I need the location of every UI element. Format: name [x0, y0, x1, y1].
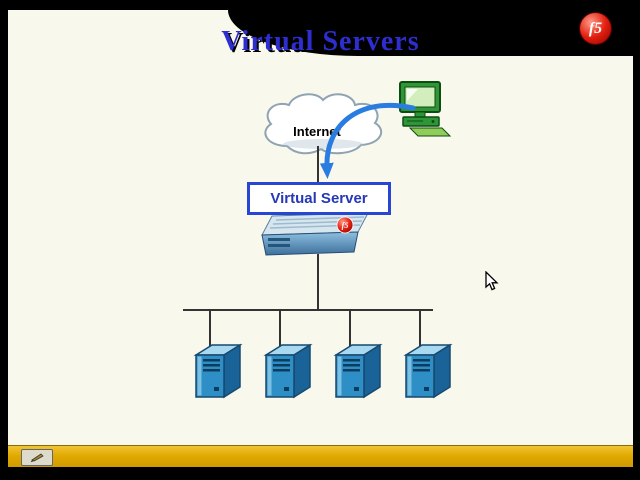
- server-icon: [193, 343, 243, 399]
- server-unit: [190, 310, 246, 407]
- server-icon: [263, 343, 313, 399]
- annotation-toolbar: [8, 445, 633, 467]
- internet-label: Internet: [293, 124, 341, 139]
- client-computer-icon: [394, 80, 456, 140]
- appliance-f5-text: f5: [342, 221, 349, 230]
- connector-line-cloud: [317, 146, 319, 184]
- server-rack: [190, 310, 456, 407]
- connector-line-server: [279, 310, 281, 346]
- bigip-appliance: f5: [254, 210, 378, 260]
- virtual-server-box: Virtual Server: [247, 182, 391, 215]
- server-unit: [330, 310, 386, 407]
- connector-line-server: [419, 310, 421, 346]
- virtual-server-label: Virtual Server: [270, 190, 368, 207]
- f5-logo-text: f5: [588, 19, 603, 37]
- server-unit: [400, 310, 456, 407]
- mouse-cursor-icon: [485, 271, 499, 291]
- connector-line-server: [349, 310, 351, 346]
- server-unit: [260, 310, 316, 407]
- appliance-icon: f5: [261, 212, 369, 256]
- server-icon: [403, 343, 453, 399]
- appliance-f5-ball-icon: [336, 216, 354, 234]
- slide-area[interactable]: Virtual Servers f5 Internet: [8, 10, 633, 467]
- request-arrow-icon: [319, 102, 416, 179]
- connector-line-appliance: [317, 254, 319, 311]
- internet-cloud: Internet: [253, 88, 393, 160]
- server-icon: [333, 343, 383, 399]
- cloud-icon: [264, 93, 383, 155]
- pen-icon: [30, 453, 44, 463]
- page-title: Virtual Servers: [221, 26, 420, 57]
- f5-logo-icon: f5: [580, 13, 611, 44]
- pen-tool-button[interactable]: [21, 449, 53, 466]
- computer-icon: [399, 81, 452, 137]
- network-bus-line: [183, 309, 433, 311]
- title-swoosh-decoration: [228, 10, 633, 56]
- connector-line-server: [209, 310, 211, 346]
